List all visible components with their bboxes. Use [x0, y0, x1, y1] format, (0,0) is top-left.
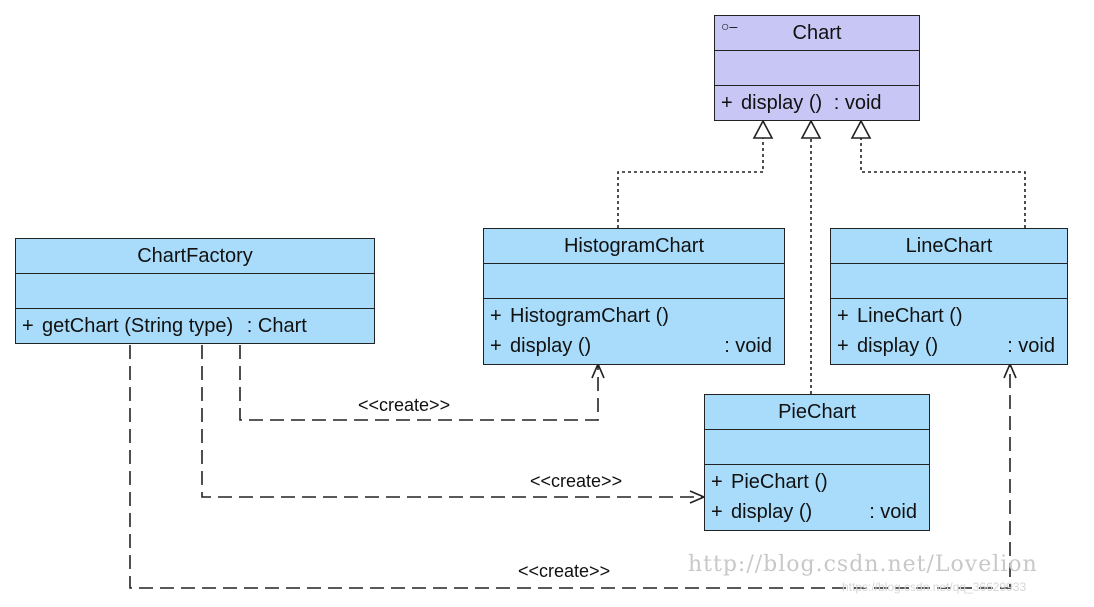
attributes-compartment [16, 274, 374, 309]
class-name: LineChart [905, 235, 993, 257]
op-visibility: + [22, 315, 34, 337]
realization-arrowhead [850, 119, 872, 139]
op-name: PieChart () [731, 471, 828, 493]
operation: + LineChart () [837, 301, 1059, 331]
realization-histogram [617, 138, 764, 228]
op-visibility: + [711, 501, 723, 523]
create-label-histogram: <<create>> [358, 395, 451, 415]
realization-arrowhead [752, 119, 774, 139]
attributes-compartment [715, 51, 919, 86]
dependency-histogram [239, 345, 599, 421]
op-return: : void [1007, 335, 1055, 357]
op-return: : void [869, 501, 917, 523]
attributes-compartment [484, 264, 784, 299]
class-title: PieChart [705, 395, 929, 430]
class-chart[interactable]: ○– Chart + display () : void [714, 15, 920, 121]
attributes-compartment [831, 264, 1067, 299]
op-name: LineChart () [857, 305, 963, 327]
class-line-chart[interactable]: LineChart + LineChart () + display () : vo… [830, 228, 1068, 365]
dependency-pie [201, 345, 704, 498]
operation: + display () : void [711, 497, 921, 527]
op-name: display () [741, 92, 823, 114]
class-histogram-chart[interactable]: HistogramChart + HistogramChart () + displ… [483, 228, 785, 365]
op-visibility: + [721, 92, 733, 114]
op-name: display () [857, 335, 939, 357]
op-name: HistogramChart () [510, 305, 669, 327]
op-visibility: + [490, 335, 502, 357]
operations-compartment: + LineChart () + display () : void [831, 299, 1067, 361]
operation: + PieChart () [711, 467, 921, 497]
op-return: : void [724, 335, 772, 357]
create-label-line: <<create>> [518, 561, 611, 581]
operation: + display () : void [721, 88, 911, 118]
class-chart-factory[interactable]: ChartFactory + getChart (String type) : C… [15, 238, 375, 344]
operation: + getChart (String type) : Chart [22, 311, 366, 341]
class-name: Chart [792, 22, 842, 44]
attributes-compartment [705, 430, 929, 465]
op-return: : Chart [246, 315, 307, 337]
dependency-line [129, 345, 1011, 589]
class-name: PieChart [778, 401, 856, 423]
op-name: display () [510, 335, 592, 357]
class-pie-chart[interactable]: PieChart + PieChart () + display () : void [704, 394, 930, 531]
class-title: ChartFactory [16, 239, 374, 274]
operations-compartment: + getChart (String type) : Chart [16, 309, 374, 341]
operations-compartment: + PieChart () + display () : void [705, 465, 929, 527]
operations-compartment: + HistogramChart () + display () : void [484, 299, 784, 361]
class-title: ○– Chart [715, 16, 919, 51]
op-visibility: + [490, 305, 502, 327]
class-name: HistogramChart [563, 235, 705, 257]
create-label-pie: <<create>> [530, 471, 623, 491]
op-visibility: + [711, 471, 723, 493]
watermark: http://blog.csdn.net/Lovelion [688, 552, 1038, 577]
op-visibility: + [837, 305, 849, 327]
op-name: getChart (String type) [42, 315, 234, 337]
operation: + display () : void [837, 331, 1059, 361]
operation: + display () : void [490, 331, 776, 361]
class-title: HistogramChart [484, 229, 784, 264]
operation: + HistogramChart () [490, 301, 776, 331]
op-name: display () [731, 501, 813, 523]
realization-line [860, 138, 1026, 228]
watermark-sub: https://blog.csdn.net/qq_36629933 [842, 580, 1027, 594]
op-return: : void [833, 92, 882, 114]
class-title: LineChart [831, 229, 1067, 264]
class-name: ChartFactory [137, 245, 253, 267]
realization-arrowhead [800, 119, 822, 139]
operations-compartment: + display () : void [715, 86, 919, 118]
op-visibility: + [837, 335, 849, 357]
interface-icon: ○– [721, 18, 738, 34]
